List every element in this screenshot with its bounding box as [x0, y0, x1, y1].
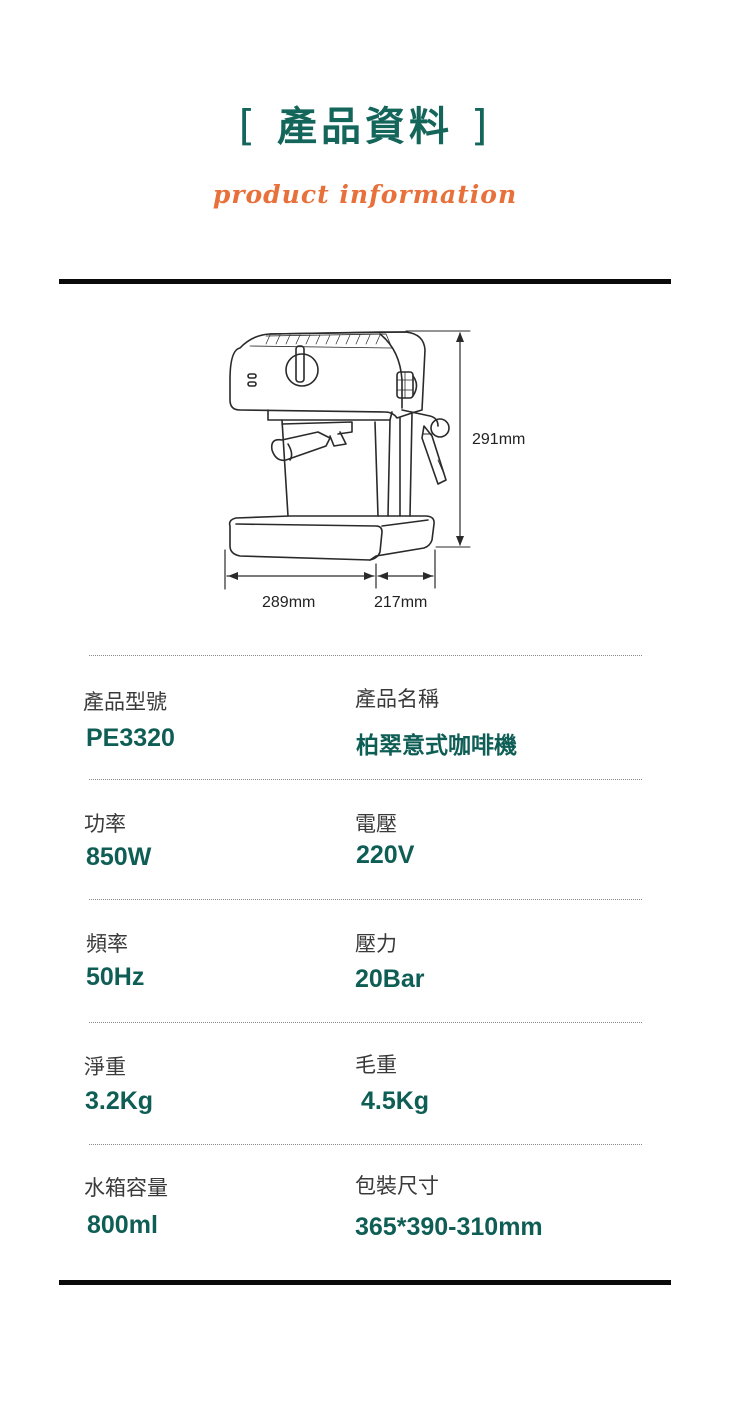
bracket-open: [ [238, 101, 260, 150]
spec-value-net-weight: 3.2Kg [85, 1087, 154, 1115]
spec-value-voltage: 220V [356, 841, 415, 869]
spec-value-power: 850W [86, 843, 152, 871]
spec-value-gross-weight: 4.5Kg [361, 1087, 430, 1115]
depth-dimension-label: 217mm [374, 594, 428, 611]
height-dimension-label: 291mm [472, 431, 526, 448]
dotted-divider [89, 655, 642, 656]
dotted-divider [89, 899, 642, 900]
page-subtitle: product information [212, 180, 518, 209]
page-title: [ 產品資料 ] [0, 96, 730, 157]
spec-label-model: 產品型號 [83, 690, 167, 714]
spec-value-product-name: 柏翠意式咖啡機 [356, 733, 517, 759]
dotted-divider [89, 1022, 642, 1023]
spec-value-model: PE3320 [86, 724, 175, 752]
spec-label-net-weight: 淨重 [84, 1055, 126, 1079]
spec-label-pressure: 壓力 [355, 932, 397, 956]
bracket-close: ] [470, 101, 492, 150]
spec-value-package-size: 365*390-310mm [355, 1213, 543, 1241]
spec-label-voltage: 電壓 [355, 812, 397, 836]
dotted-divider [89, 1144, 642, 1145]
espresso-machine-diagram: 291mm 289mm 217mm [210, 320, 550, 620]
spec-label-power: 功率 [84, 812, 126, 836]
spec-label-package-size: 包裝尺寸 [355, 1174, 439, 1198]
bottom-divider [59, 1280, 671, 1285]
spec-label-gross-weight: 毛重 [355, 1053, 397, 1077]
spec-value-tank-capacity: 800ml [87, 1211, 158, 1239]
dotted-divider [89, 779, 642, 780]
top-divider [59, 279, 671, 284]
espresso-machine-icon [224, 330, 471, 590]
title-text: 產品資料 [277, 104, 453, 150]
spec-value-pressure: 20Bar [355, 965, 425, 993]
spec-label-tank-capacity: 水箱容量 [84, 1176, 168, 1200]
width-dimension-label: 289mm [262, 594, 316, 611]
spec-label-product-name: 產品名稱 [355, 687, 439, 711]
spec-label-frequency: 頻率 [86, 932, 128, 956]
spec-value-frequency: 50Hz [86, 963, 145, 991]
